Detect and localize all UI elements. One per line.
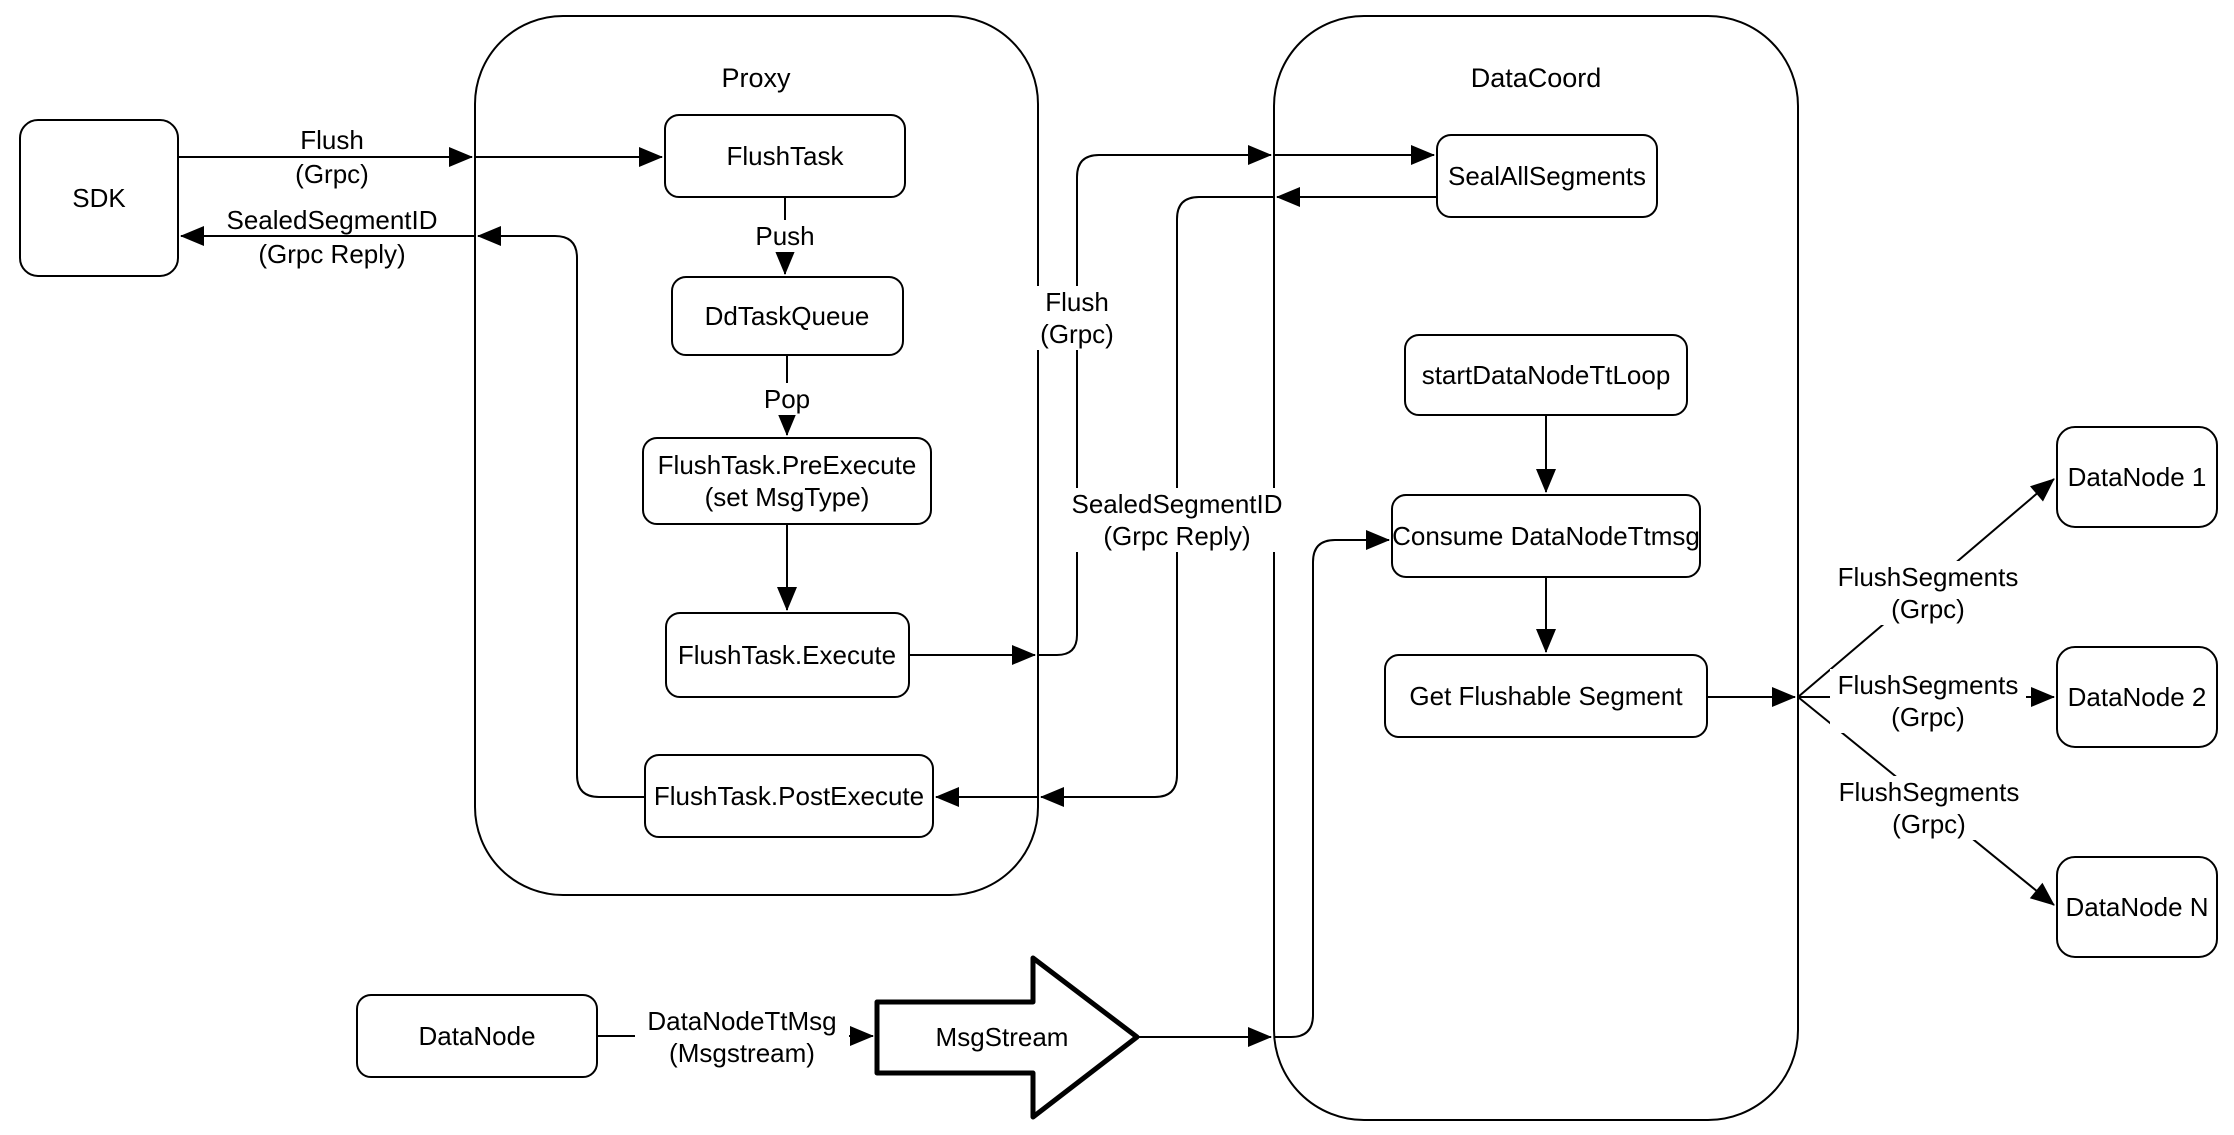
edge-label-flushsegmentsn-bg: [1831, 776, 2027, 840]
edge-label-sealed-mid-bg: [1067, 488, 1287, 552]
edge-label-flushsegments1-line1: FlushSegments: [1838, 562, 2019, 592]
node-ddtaskqueue-label: DdTaskQueue: [705, 301, 870, 331]
edge-label-flushsegments1-line2: (Grpc): [1891, 594, 1965, 624]
node-postexecute-label: FlushTask.PostExecute: [654, 781, 924, 811]
node-preexecute-label-line1: FlushTask.PreExecute: [658, 450, 917, 480]
node-sdk: [19, 119, 179, 277]
edge-label-pop-bg: [755, 383, 819, 415]
node-datanode1: [2056, 426, 2218, 528]
edge-label-push-bg: [745, 220, 825, 252]
node-getflushablesegment-label: Get Flushable Segment: [1409, 681, 1683, 711]
edge-reply-out-of-proxy: [477, 226, 645, 798]
node-sealallsegments: [1436, 134, 1658, 218]
node-startdatanodettloop-label: startDataNodeTtLoop: [1422, 360, 1671, 390]
node-datanode2-label: DataNode 2: [2068, 682, 2207, 712]
msgstream-label: MsgStream: [936, 1022, 1069, 1052]
edge-label-datanodettmsg-line2: (Msgstream): [669, 1038, 815, 1068]
node-flushtask: [664, 114, 906, 198]
node-execute: [665, 612, 910, 698]
edge-label-flushsegments2-line2: (Grpc): [1891, 702, 1965, 732]
node-datanode1-label: DataNode 1: [2068, 462, 2207, 492]
edge-label-push: Push: [755, 221, 814, 251]
edge-label-pop: Pop: [764, 384, 810, 414]
edge-label-sealed-mid-line2: (Grpc Reply): [1103, 521, 1250, 551]
edge-label-flush-sdk-line2: (Grpc): [295, 159, 369, 189]
node-datanode-bottom-label: DataNode: [418, 1021, 535, 1051]
node-datanoden-label: DataNode N: [2065, 892, 2208, 922]
edge-label-datanodettmsg-bg: [635, 1005, 849, 1069]
edge-msgstream-to-consume: [1274, 530, 1390, 1038]
edge-label-datanodettmsg-line1: DataNodeTtMsg: [647, 1006, 836, 1036]
edge-label-flush-mid-line2: (Grpc): [1040, 319, 1114, 349]
node-sealallsegments-label: SealAllSegments: [1448, 161, 1646, 191]
proxy-container-title: Proxy: [721, 63, 791, 93]
node-execute-label: FlushTask.Execute: [678, 640, 896, 670]
edge-label-sealed-sdk-line1: SealedSegmentID: [226, 205, 437, 235]
edge-label-flushsegments2-line1: FlushSegments: [1838, 670, 2019, 700]
edge-label-flushsegments1-bg: [1830, 561, 2026, 625]
node-sdk-label: SDK: [72, 183, 126, 213]
node-startdatanodettloop: [1404, 334, 1688, 416]
edge-label-flush-mid-line1: Flush: [1045, 287, 1109, 317]
node-datanode2: [2056, 646, 2218, 748]
edge-label-flushsegments2-bg: [1830, 669, 2026, 733]
node-flushtask-label: FlushTask: [726, 141, 844, 171]
edge-label-flush-mid-bg: [1032, 286, 1122, 350]
node-getflushablesegment: [1384, 654, 1708, 738]
node-datanoden: [2056, 856, 2218, 958]
msgstream-block-arrow: [874, 955, 1140, 1120]
node-postexecute: [644, 754, 934, 838]
node-preexecute-label-line2: (set MsgType): [705, 482, 870, 512]
edge-label-sealed-mid-line1: SealedSegmentID: [1071, 489, 1282, 519]
node-preexecute: [642, 437, 932, 525]
edge-label-flush-sdk-line1: Flush: [300, 125, 364, 155]
edge-label-flushsegmentsn-line2: (Grpc): [1892, 809, 1966, 839]
node-datanode-bottom: [356, 994, 598, 1078]
edge-label-sealed-sdk-line2: (Grpc Reply): [258, 239, 405, 269]
node-consumedatanodettmsg: [1391, 494, 1701, 578]
datacoord-container-title: DataCoord: [1471, 63, 1602, 93]
edge-label-flushsegmentsn-line1: FlushSegments: [1839, 777, 2020, 807]
node-consumedatanodettmsg-label: Consume DataNodeTtmsg: [1392, 521, 1700, 551]
edge-flush-to-datacoord-border: [1038, 145, 1272, 656]
node-ddtaskqueue: [671, 276, 904, 356]
